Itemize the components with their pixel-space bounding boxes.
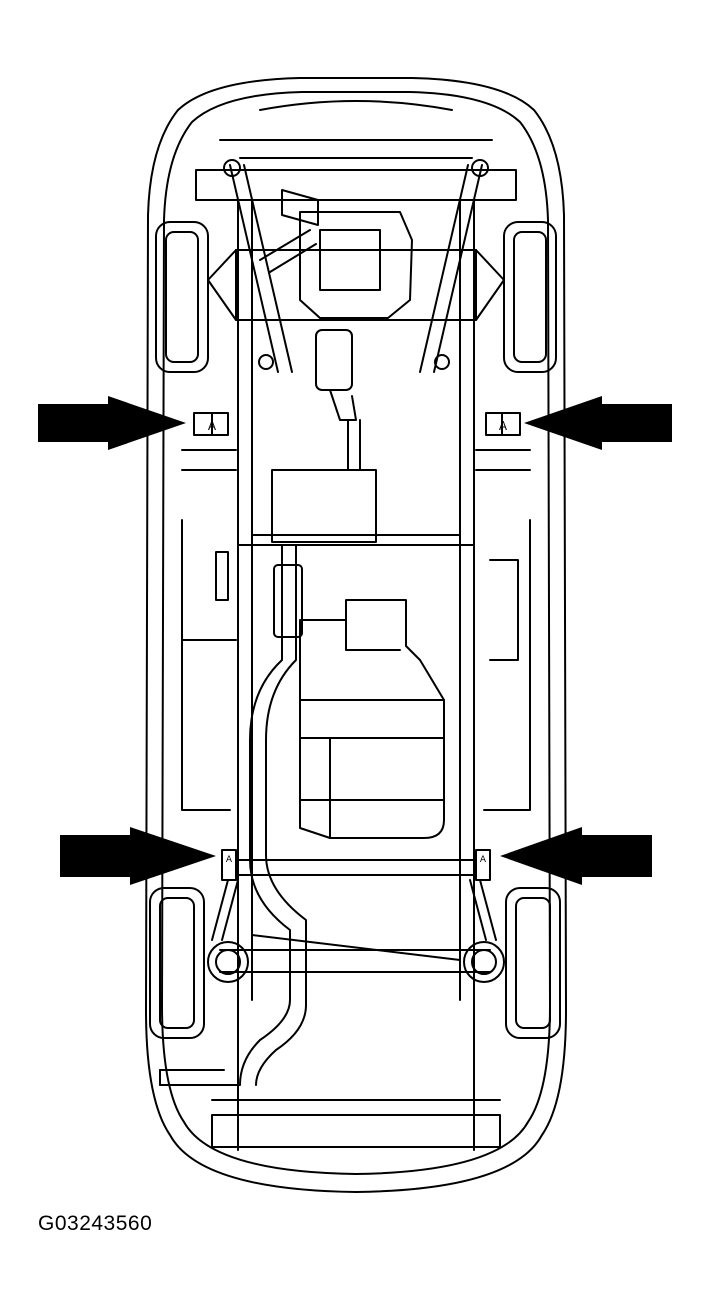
arrow-right-icon (60, 827, 216, 885)
body-outline-outer (145, 77, 567, 1193)
engine-block (299, 211, 413, 319)
front-bumper (259, 100, 453, 111)
wheel-rear-right (505, 887, 561, 1039)
rear-bumper (211, 1114, 501, 1148)
lift-point-front-right (485, 412, 521, 436)
transfer-case (271, 469, 377, 543)
fuel-tank (299, 599, 445, 839)
lift-point-label-rear-left: A (226, 855, 233, 865)
wheel-front-left (155, 221, 209, 373)
lift-point-label-rear-right: A (480, 855, 487, 865)
arrow-left-icon (524, 396, 672, 450)
body-outline-inner (161, 91, 551, 1175)
wheel-rear-left (149, 887, 205, 1039)
figure-id: G03243560 (38, 1212, 153, 1235)
lift-point-rear-right (475, 849, 491, 881)
arrow-left-icon (500, 827, 652, 885)
exhaust-pipe (159, 639, 291, 1086)
lift-point-front-left (193, 412, 229, 436)
arrow-right-icon (38, 396, 186, 450)
lift-point-label-front-left: A (208, 419, 217, 433)
lift-point-rear-left (221, 849, 237, 881)
wheel-front-right (503, 221, 557, 373)
lift-point-label-front-right: A (499, 419, 508, 433)
